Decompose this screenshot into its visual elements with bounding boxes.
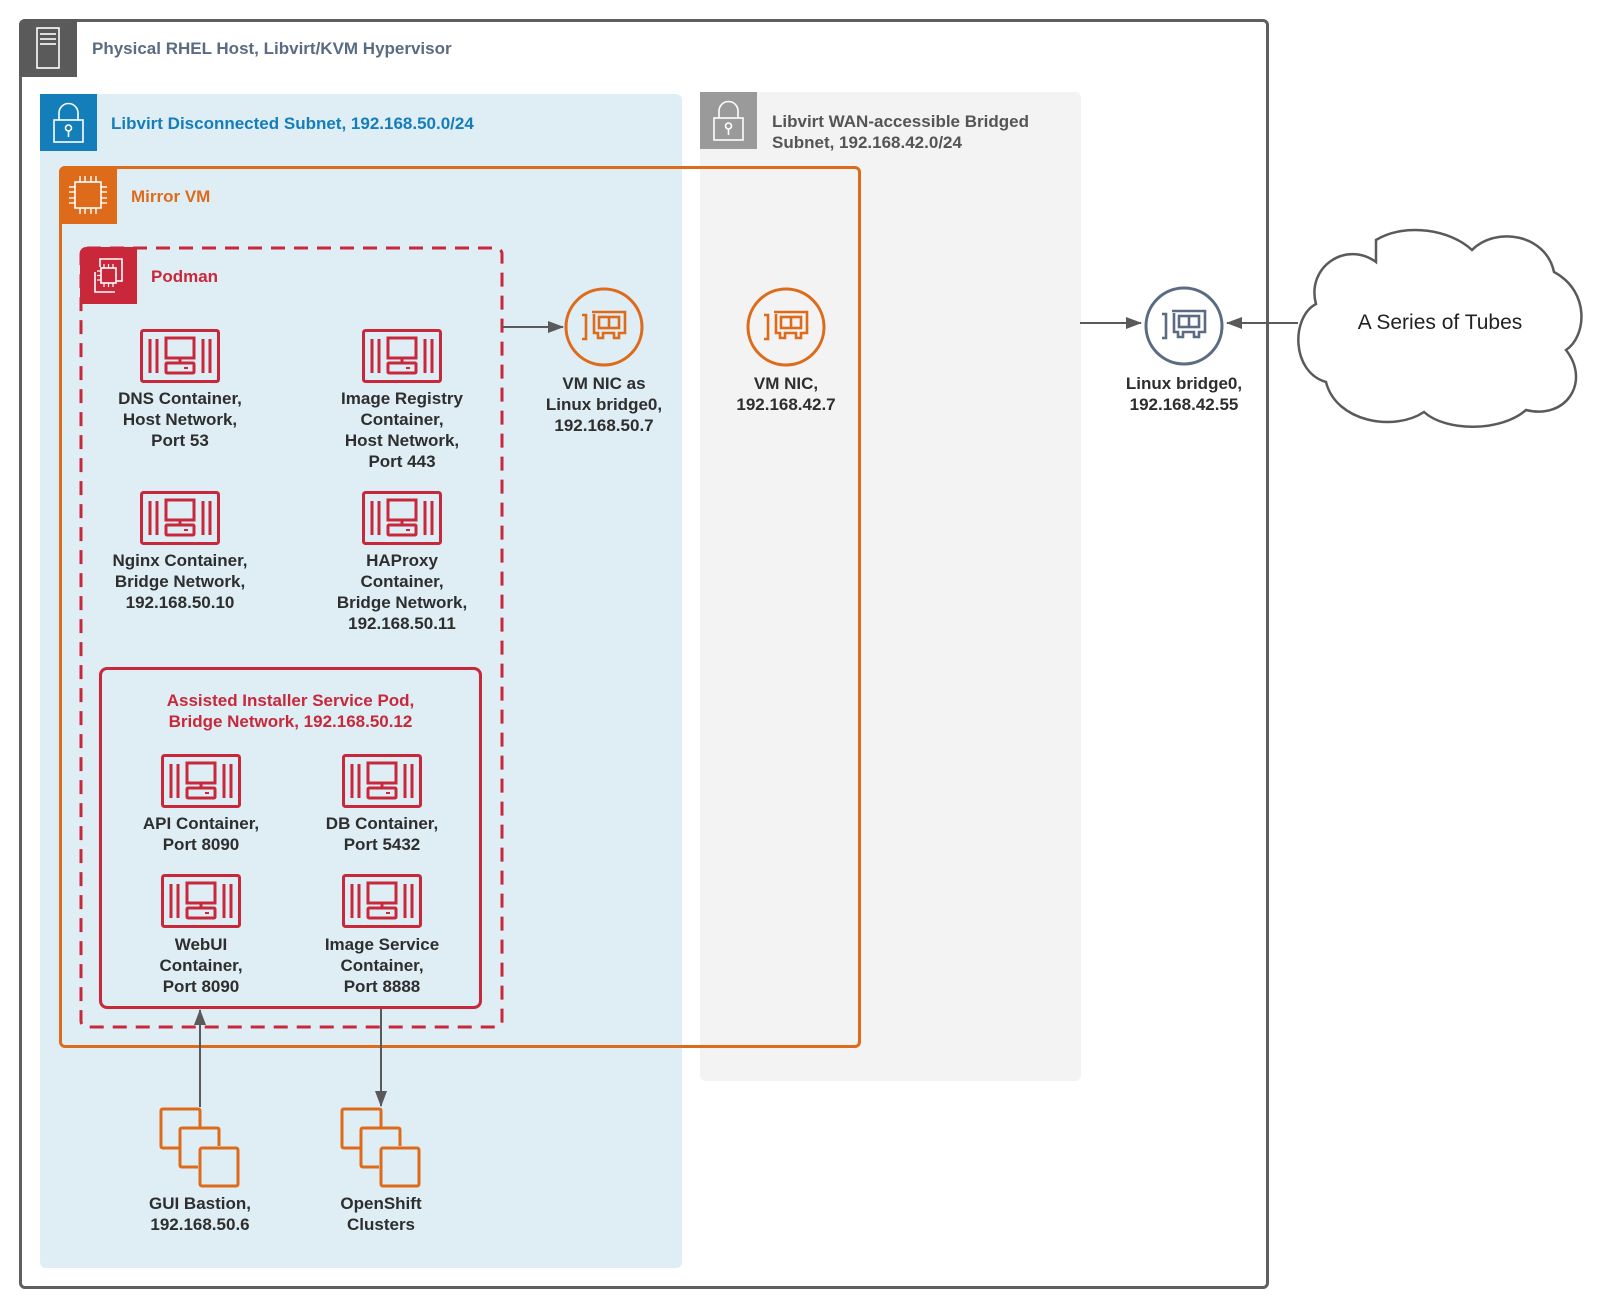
wan-subnet-title: Libvirt WAN-accessible Bridged Subnet, 1… [772, 111, 1029, 153]
chip-stack-icon [80, 247, 137, 304]
server-icon [19, 19, 77, 77]
mirror-vm-container [59, 166, 861, 1048]
label-line: Container, [360, 572, 444, 591]
container-icon [161, 874, 241, 928]
nic-label: VM NIC, 192.168.42.7 [686, 373, 886, 415]
label-line: Nginx Container, [112, 551, 248, 570]
label-line: VM NIC, [753, 374, 819, 393]
label-line: 192.168.50.7 [554, 416, 654, 435]
cloud-icon [1297, 228, 1583, 428]
label-line: API Container, [142, 814, 260, 833]
container-label: DB Container, Port 5432 [282, 813, 482, 855]
label-line: Port 8888 [343, 977, 421, 996]
container-icon [161, 754, 241, 808]
label-line: Clusters [346, 1215, 416, 1234]
label-line: HAProxy [366, 551, 438, 570]
node-label: OpenShift Clusters [281, 1193, 481, 1235]
label-line: Port 8090 [162, 977, 240, 996]
label-line: Image Registry [341, 389, 463, 408]
assisted-installer-pod [99, 667, 482, 1009]
pod-title-line: Assisted Installer Service Pod, [166, 691, 415, 710]
label-line: WebUI [174, 935, 228, 954]
instances-stack-icon [340, 1107, 421, 1188]
label-line: 192.168.50.11 [348, 614, 456, 633]
label-line: 192.168.42.7 [736, 395, 836, 414]
label-line: DB Container, [325, 814, 439, 833]
label-line: Image Service [324, 935, 440, 954]
instances-stack-icon [159, 1107, 240, 1188]
assisted-installer-pod-title: Assisted Installer Service Pod, Bridge N… [99, 690, 482, 732]
lock-icon [40, 94, 97, 151]
label-line: Container, [360, 410, 444, 429]
label-line: VM NIC as [562, 374, 646, 393]
container-icon [140, 491, 220, 545]
container-label: HAProxy Container, Bridge Network, 192.1… [302, 550, 502, 634]
label-line: 192.168.50.6 [150, 1215, 250, 1234]
label-line: Linux bridge0, [1125, 374, 1243, 393]
label-line: Container, [159, 956, 243, 975]
label-line: Host Network, [344, 431, 460, 450]
label-line: Port 443 [368, 452, 436, 471]
container-icon [362, 491, 442, 545]
host-title: Physical RHEL Host, Libvirt/KVM Hypervis… [92, 39, 452, 58]
label-line: Port 5432 [343, 835, 421, 854]
disconnected-subnet-title: Libvirt Disconnected Subnet, 192.168.50.… [111, 114, 474, 133]
label-line: 192.168.50.10 [125, 593, 235, 612]
label-line: 192.168.42.55 [1129, 395, 1239, 414]
container-icon [342, 754, 422, 808]
container-icon [362, 329, 442, 383]
container-label: Image Service Container, Port 8888 [282, 934, 482, 997]
network-card-icon [746, 287, 826, 367]
label-line: Port 8090 [162, 835, 240, 854]
container-label: DNS Container, Host Network, Port 53 [80, 388, 280, 451]
wan-subnet-title-line: Subnet, 192.168.42.0/24 [772, 133, 962, 152]
label-line: Container, [340, 956, 424, 975]
container-label: API Container, Port 8090 [101, 813, 301, 855]
network-card-icon [564, 287, 644, 367]
label-line: Host Network, [122, 410, 238, 429]
nic-label: Linux bridge0, 192.168.42.55 [1084, 373, 1284, 415]
label-line: GUI Bastion, [148, 1194, 251, 1213]
mirror-vm-title: Mirror VM [131, 187, 211, 206]
label-line: Port 53 [151, 431, 209, 450]
podman-title: Podman [151, 267, 219, 286]
container-label: Image Registry Container, Host Network, … [302, 388, 502, 472]
wan-subnet-group [700, 92, 1081, 1081]
pod-title-line: Bridge Network, 192.168.50.12 [168, 712, 413, 731]
label-line: Bridge Network, [336, 593, 468, 612]
network-card-icon [1144, 286, 1224, 366]
nic-label: VM NIC as Linux bridge0, 192.168.50.7 [504, 373, 704, 436]
node-label: GUI Bastion, 192.168.50.6 [100, 1193, 300, 1235]
cloud-label: A Series of Tubes [1357, 311, 1523, 334]
lock-icon [700, 92, 757, 149]
wan-subnet-title-line: Libvirt WAN-accessible Bridged [772, 112, 1029, 131]
container-label: Nginx Container, Bridge Network, 192.168… [80, 550, 280, 613]
container-icon [140, 329, 220, 383]
container-label: WebUI Container, Port 8090 [101, 934, 301, 997]
container-icon [342, 874, 422, 928]
label-line: DNS Container, [118, 389, 242, 408]
label-line: Linux bridge0, [545, 395, 663, 414]
chip-icon [59, 166, 117, 224]
label-line: OpenShift [340, 1194, 422, 1213]
label-line: Bridge Network, [114, 572, 246, 591]
